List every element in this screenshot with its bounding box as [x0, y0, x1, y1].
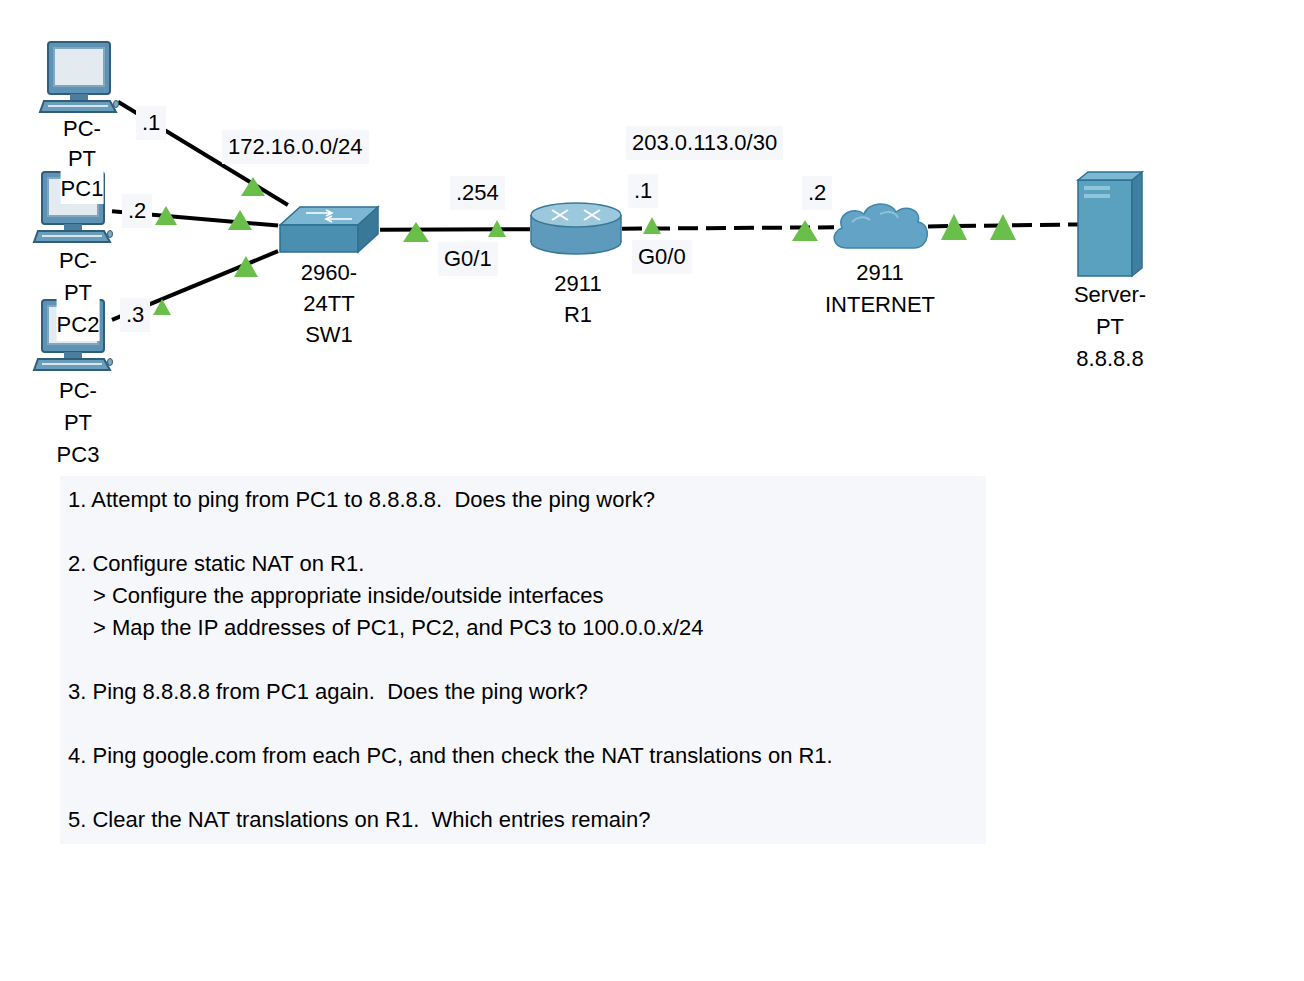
router-icon [531, 203, 621, 254]
cloud-icon [834, 204, 927, 248]
device-label: 2911 R1 [554, 268, 601, 330]
device-label: PC-PT PC2 [57, 245, 100, 341]
subnet-label: 203.0.113.0/30 [626, 126, 783, 160]
ip-host-label: .2 [122, 194, 152, 228]
ip-host-label: .1 [628, 174, 658, 208]
device-label: 2960-24TT SW1 [301, 257, 357, 350]
pc-icon [40, 42, 119, 112]
status-triangle [643, 217, 661, 234]
switch-icon [280, 207, 378, 252]
subnet-label: 172.16.0.0/24 [222, 130, 369, 164]
instruction-line: 4. Ping google.com from each PC, and the… [68, 740, 833, 772]
ip-host-label: .3 [120, 298, 150, 332]
server-slot [1084, 186, 1110, 190]
pc-device: PC-PT PC2 [34, 172, 112, 244]
server-side [1132, 172, 1142, 276]
router-arrows [552, 210, 600, 220]
pc-device: PC-PT PC1 [40, 42, 118, 114]
status-triangle [941, 214, 967, 240]
server-icon [1078, 172, 1142, 276]
status-triangle [990, 214, 1016, 240]
interface-label: G0/0 [632, 240, 692, 274]
ethernet-link [380, 227, 530, 232]
status-triangle [792, 220, 818, 241]
instruction-line: 5. Clear the NAT translations on R1. Whi… [68, 804, 650, 836]
server-front [1078, 180, 1132, 276]
switch-arrows [306, 210, 352, 222]
status-triangle [241, 177, 265, 196]
server-top [1078, 172, 1142, 180]
instruction-line: > Map the IP addresses of PC1, PC2, and … [93, 612, 703, 644]
device-label: 2911 INTERNET [825, 257, 935, 321]
device-icons [34, 42, 1142, 370]
instruction-line: 1. Attempt to ping from PC1 to 8.8.8.8. … [68, 484, 655, 516]
cloud-shape [834, 204, 927, 248]
ip-host-label: .254 [450, 176, 505, 210]
device-label: Server-PT 8.8.8.8 [1074, 279, 1146, 375]
cloud-shine [852, 212, 898, 222]
status-triangle [488, 220, 506, 237]
switch-device: 2960-24TT SW1 [278, 205, 380, 255]
pc-device: PC-PT PC3 [34, 300, 112, 372]
status-triangle [234, 256, 258, 277]
status-triangle [403, 222, 429, 242]
instruction-line: > Configure the appropriate inside/outsi… [93, 580, 604, 612]
instruction-panel: 1. Attempt to ping from PC1 to 8.8.8.8. … [60, 476, 986, 844]
instruction-line: 3. Ping 8.8.8.8 from PC1 again. Does the… [68, 676, 588, 708]
instruction-line: 2. Configure static NAT on R1. [68, 548, 364, 580]
interface-label: G0/1 [438, 242, 498, 276]
ip-host-label: .2 [802, 176, 832, 210]
cloud-device: 2911 INTERNET [834, 204, 928, 250]
router-edge [620, 215, 622, 242]
ip-host-label: .1 [136, 106, 166, 140]
status-triangle [153, 299, 171, 315]
router-edge [530, 215, 532, 242]
status-triangle [155, 206, 177, 225]
server-slot [1084, 194, 1110, 198]
status-triangle [228, 210, 252, 230]
switch-side [358, 207, 378, 252]
server-device: Server-PT 8.8.8.8 [1078, 172, 1142, 276]
switch-front [280, 225, 358, 252]
router-device: 2911 R1 [530, 202, 622, 256]
router-top [531, 203, 621, 227]
device-label: PC-PT PC1 [61, 114, 104, 204]
device-label: PC-PT PC3 [57, 375, 100, 471]
